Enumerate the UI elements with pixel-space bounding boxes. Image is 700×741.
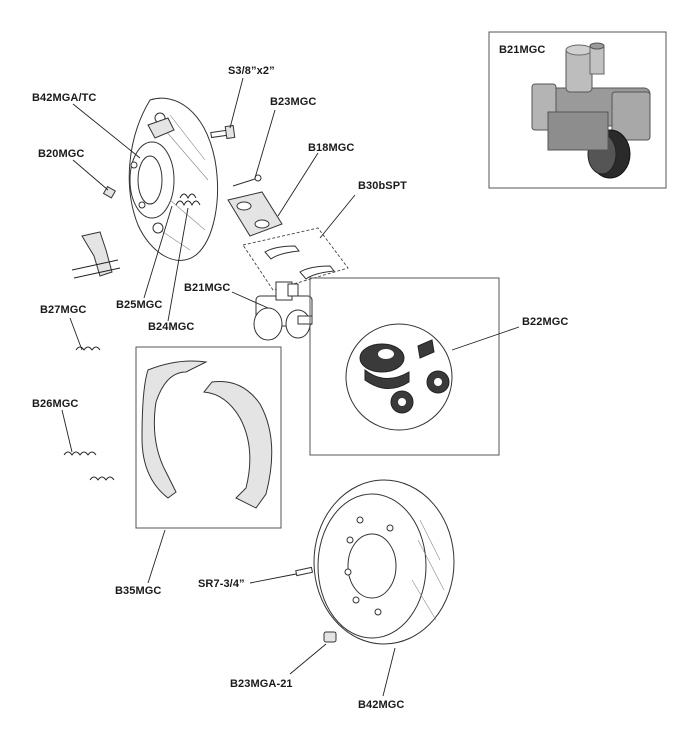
label-b22mgc: B22MGC [522, 316, 569, 328]
label-b23mga21: B23MGA-21 [230, 678, 293, 690]
label-b25mgc: B25MGC [116, 299, 163, 311]
label-b27mgc: B27MGC [40, 304, 87, 316]
label-s38x2: S3/8”x2” [228, 65, 275, 77]
seal-kit-box [309, 277, 500, 456]
label-b23mgc: B23MGC [270, 96, 317, 108]
leader-lines [61, 77, 520, 697]
label-b42mgc: B42MGC [358, 699, 405, 711]
wheel-cylinder-drawing [253, 281, 313, 341]
wheel-nut [323, 631, 337, 643]
pin-part [232, 174, 262, 187]
label-b35mgc: B35MGC [115, 585, 162, 597]
wheel-cylinder-photo [531, 42, 651, 179]
backplate [128, 97, 218, 261]
brake-shoes-box [135, 346, 282, 529]
return-springs [63, 451, 115, 481]
label-b26mgc: B26MGC [32, 398, 79, 410]
spring-cluster [175, 193, 201, 207]
bolt-part [210, 124, 236, 140]
label-b24mgc: B24MGC [148, 321, 195, 333]
brake-drum [313, 479, 455, 645]
drum-screw [295, 566, 314, 577]
label-b30bspt: B30bSPT [358, 180, 407, 192]
label-b21mgc: B21MGC [184, 282, 231, 294]
handbrake-lever [71, 231, 121, 279]
small-spring [75, 346, 101, 351]
label-b42mgatc: B42MGA/TC [32, 92, 97, 104]
inset-title: B21MGC [499, 44, 546, 56]
label-sr734: SR7-3/4” [198, 578, 245, 590]
shim-group [242, 227, 349, 291]
small-clip-part [102, 185, 117, 199]
adjuster-part [227, 191, 283, 237]
inset-photo-box [488, 31, 667, 189]
label-b18mgc: B18MGC [308, 142, 355, 154]
label-b20mgc: B20MGC [38, 148, 85, 160]
